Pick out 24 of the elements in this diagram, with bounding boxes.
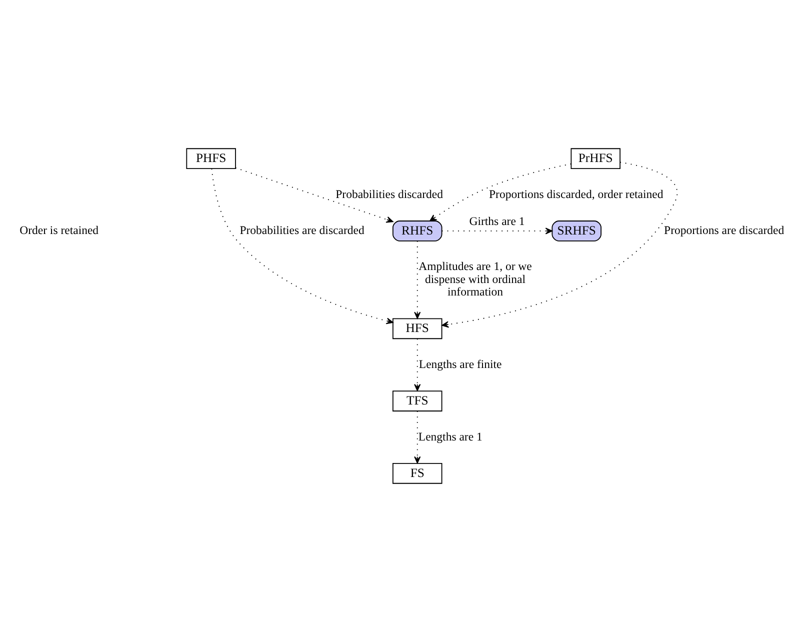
edge-label: Probabilities discarded [336, 187, 443, 200]
arrow [211, 168, 394, 324]
arrow [235, 166, 394, 222]
edge-label: Girths are 1 [469, 214, 525, 228]
node-box: FS [392, 462, 442, 484]
label: Order is retained [20, 224, 99, 237]
node-box: TFS [392, 390, 442, 411]
arrow [414, 240, 421, 318]
edge-label: Probabilities are discarded [240, 224, 364, 237]
node-box: PrHFS [570, 148, 620, 168]
node-box: RHFS [392, 220, 442, 241]
edge-label: Proportions discarded, order retained [489, 187, 664, 200]
node-box: PHFS [186, 148, 236, 168]
arrow [442, 161, 678, 328]
arrow [414, 410, 421, 464]
edge-label: Lengths are finite [418, 357, 502, 370]
arrow [441, 227, 552, 234]
edge-label: Lengths are 1 [418, 430, 482, 443]
edge-label: Proportions are discarded [664, 224, 784, 237]
arrow [414, 338, 421, 391]
edge-label: Amplitudes are 1, or we dispense with ordinal information [418, 260, 532, 298]
arrow [430, 162, 572, 221]
node-box: HFS [392, 318, 442, 339]
node-box: SRHFS [552, 220, 602, 241]
